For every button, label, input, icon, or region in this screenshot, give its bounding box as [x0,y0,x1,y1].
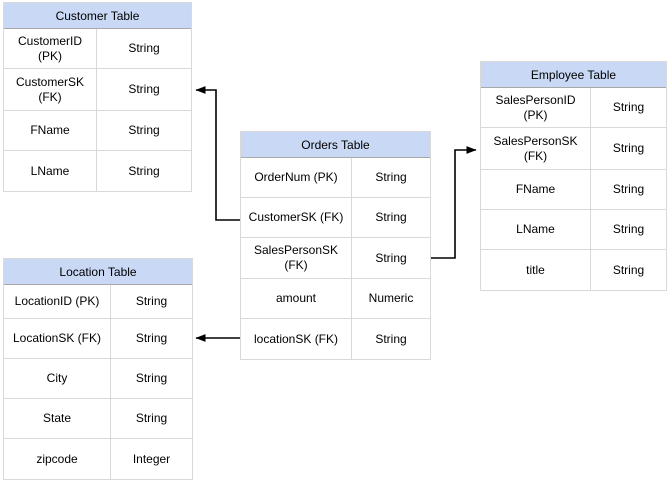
field-name-cell: amount [241,279,352,318]
employee-table-entity: Employee Table SalesPersonID (PK) String… [480,61,667,291]
customer-table-header: Customer Table [4,3,191,29]
field-type-cell: String [612,222,645,236]
table-row: SalesPersonSK (FK) String [481,128,666,170]
field-name-cell: CustomerSK (FK) [241,198,352,237]
table-row: SalesPersonID (PK) String [481,88,666,128]
field-name-cell: SalesPersonID (PK) [481,88,591,127]
table-row: City String [4,359,192,399]
field-name-cell: locationSK (FK) [241,319,352,359]
table-row: OrderNum (PK) String [241,158,430,198]
field-name-cell: SalesPersonSK (FK) [481,128,591,169]
table-row: title String [481,250,666,290]
table-row: FName String [4,111,191,151]
field-name-cell: LName [4,151,97,191]
field-type-cell: String [375,331,407,346]
table-row: CustomerSK (FK) String [241,198,430,238]
field-type-cell: String [612,100,645,114]
field-name-cell: CustomerID (PK) [4,29,97,68]
field-name-cell: LName [481,210,591,249]
field-type-cell: Numeric [368,291,414,305]
connector-orders-to-employee [431,146,477,259]
field-name-cell: FName [4,111,97,150]
table-row: LName String [4,151,191,191]
orders-table-header: Orders Table [241,132,430,158]
table-row: LocationSK (FK) String [4,319,192,359]
table-row: LName String [481,210,666,250]
field-type-cell: String [135,331,168,345]
location-table-header: Location Table [4,259,192,285]
table-row: SalesPersonSK (FK) String [241,238,430,279]
field-type-cell: String [135,411,168,425]
field-name-cell: LocationID (PK) [4,285,111,318]
table-row: State String [4,399,192,439]
field-name-cell: SalesPersonSK (FK) [241,238,352,278]
field-type-cell: String [375,170,407,184]
location-table-entity: Location Table LocationID (PK) String Lo… [3,258,193,480]
table-row: CustomerID (PK) String [4,29,191,69]
field-name-cell: FName [481,170,591,209]
field-type-cell: String [612,262,645,277]
field-type-cell: String [128,123,160,137]
table-row: locationSK (FK) String [241,319,430,359]
table-row: amount Numeric [241,279,430,319]
table-row: zipcode Integer [4,439,192,479]
field-name-cell: City [4,359,111,398]
field-type-cell: String [128,82,160,96]
field-name-cell: zipcode [4,439,111,479]
table-row: FName String [481,170,666,210]
employee-table-rows: SalesPersonID (PK) String SalesPersonSK … [481,88,666,290]
field-name-cell: OrderNum (PK) [241,158,352,197]
field-type-cell: String [612,182,645,196]
field-type-cell: String [128,163,160,178]
field-name-cell: CustomerSK (FK) [4,69,97,110]
field-name-cell: LocationSK (FK) [4,319,111,358]
orders-table-entity: Orders Table OrderNum (PK) String Custom… [240,131,431,360]
table-row: CustomerSK (FK) String [4,69,191,111]
field-type-cell: String [135,294,168,308]
field-type-cell: String [612,141,645,155]
field-type-cell: String [375,210,407,224]
field-name-cell: title [481,250,591,290]
customer-table-entity: Customer Table CustomerID (PK) String Cu… [3,2,192,192]
field-type-cell: String [135,371,168,385]
customer-table-rows: CustomerID (PK) String CustomerSK (FK) S… [4,29,191,191]
field-type-cell: String [375,250,407,265]
orders-table-rows: OrderNum (PK) String CustomerSK (FK) Str… [241,158,430,359]
location-table-rows: LocationID (PK) String LocationSK (FK) S… [4,285,192,479]
field-type-cell: Integer [132,451,171,466]
employee-table-header: Employee Table [481,62,666,88]
field-type-cell: String [128,41,160,55]
connector-orders-to-customer [195,86,240,221]
table-row: LocationID (PK) String [4,285,192,319]
field-name-cell: State [4,399,111,438]
